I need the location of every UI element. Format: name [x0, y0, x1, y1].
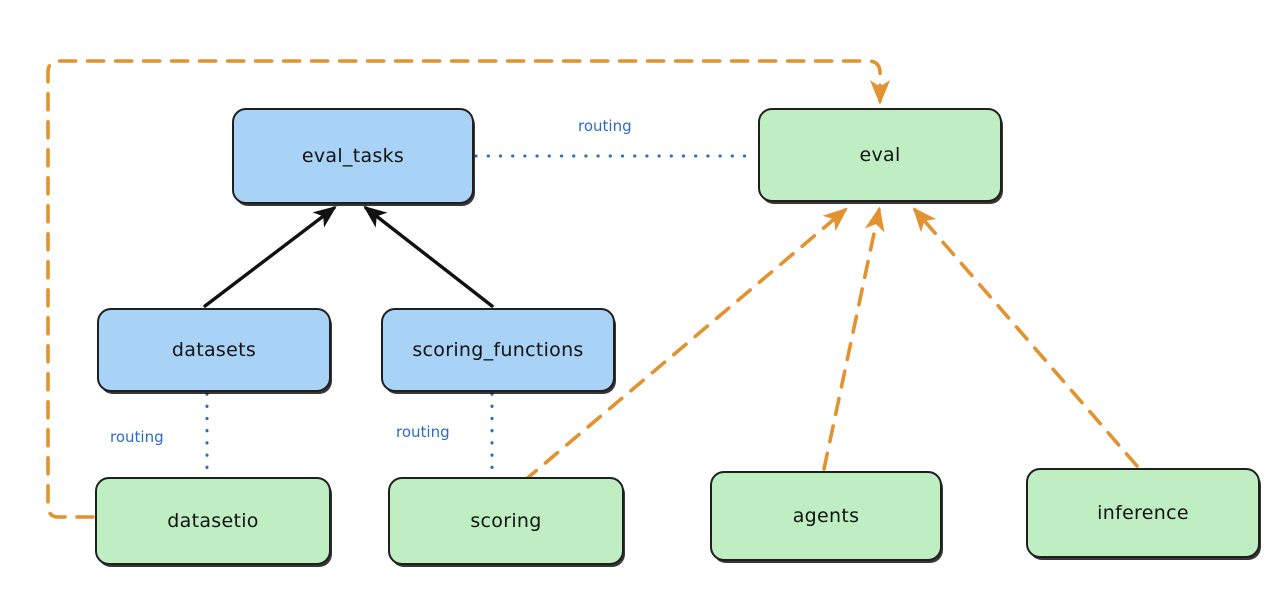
edge-agents-to-eval — [822, 206, 885, 471]
edge-datasetio-to-eval — [46, 59, 891, 519]
edge-inference-to-eval — [912, 207, 1139, 468]
edge-scoring-functions-to-eval-tasks — [363, 205, 494, 308]
edge-scoring-to-eval — [522, 207, 848, 483]
node-inference-label: inference — [1097, 502, 1189, 524]
node-agents-label: agents — [792, 505, 860, 527]
edge-label-routing-datasets-datasetio: routing — [110, 428, 164, 446]
edge-label-routing-eval-tasks-eval: routing — [578, 117, 632, 135]
node-datasetio[interactable]: datasetio — [95, 477, 331, 565]
node-datasets[interactable]: datasets — [97, 308, 331, 392]
node-scoring[interactable]: scoring — [388, 477, 624, 565]
node-eval[interactable]: eval — [758, 108, 1002, 202]
node-inference[interactable]: inference — [1026, 468, 1260, 558]
node-eval-tasks[interactable]: eval_tasks — [232, 108, 474, 204]
edge-label-routing-scoring-functions-scoring: routing — [396, 423, 450, 441]
node-scoring-label: scoring — [470, 510, 542, 532]
node-agents[interactable]: agents — [710, 471, 942, 561]
edge-datasets-to-eval-tasks — [203, 205, 337, 308]
node-scoring-functions[interactable]: scoring_functions — [381, 308, 615, 392]
node-datasetio-label: datasetio — [167, 510, 259, 532]
node-scoring-functions-label: scoring_functions — [412, 339, 584, 361]
node-eval-tasks-label: eval_tasks — [301, 145, 405, 167]
node-datasets-label: datasets — [171, 339, 257, 361]
node-eval-label: eval — [859, 144, 901, 166]
